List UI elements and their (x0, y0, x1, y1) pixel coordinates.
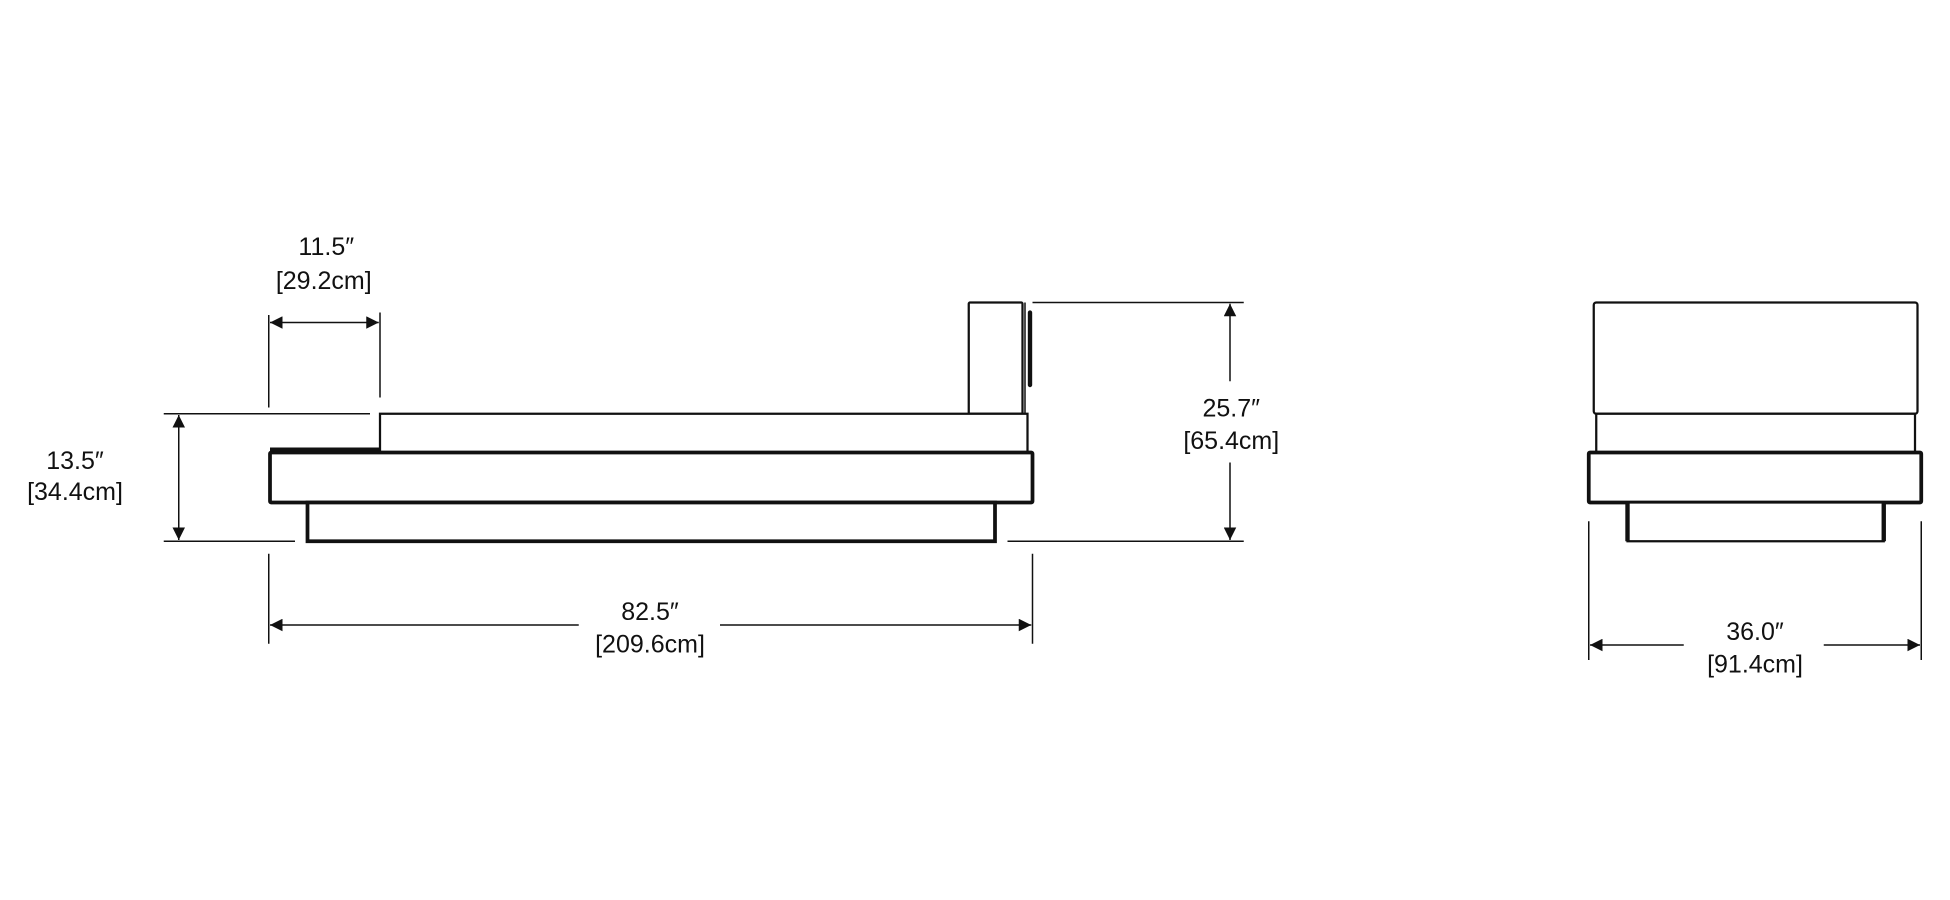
front-cushion (1595, 412, 1917, 454)
overall-length-inches: 82.5″ (621, 598, 679, 626)
base-frame (268, 450, 1035, 505)
side-view: 11.5″ [29.2cm] 13.5″ [34.4cm] 25.7″ [65.… (27, 233, 1279, 659)
overall-height-inches: 25.7″ (1202, 394, 1260, 422)
seat-height-inches: 13.5″ (46, 447, 104, 475)
plinth (305, 500, 997, 544)
backrest (967, 301, 1024, 415)
overall-width-inches: 36.0″ (1726, 618, 1784, 646)
overall-width-cm: [91.4cm] (1707, 651, 1803, 679)
seat-height-cm: [34.4cm] (27, 478, 123, 506)
seat-depth-inches: 11.5″ (298, 233, 354, 261)
overall-height-dimension: 25.7″ [65.4cm] (1007, 301, 1279, 542)
seat-depth-dimension: 11.5″ [29.2cm] (268, 233, 381, 408)
seat-depth-cm: [29.2cm] (276, 267, 372, 295)
front-backrest (1592, 301, 1919, 415)
front-plinth (1626, 501, 1885, 543)
cushion (378, 412, 1029, 454)
seat-height-dimension: 13.5″ [34.4cm] (27, 413, 370, 542)
front-view: 36.0″ [91.4cm] (1586, 301, 1924, 679)
overall-width-dimension: 36.0″ [91.4cm] (1588, 521, 1922, 679)
overall-length-dimension: 82.5″ [209.6cm] (268, 553, 1034, 659)
front-base-frame (1586, 450, 1924, 505)
overall-height-cm: [65.4cm] (1183, 427, 1279, 455)
overall-length-cm: [209.6cm] (595, 631, 705, 659)
